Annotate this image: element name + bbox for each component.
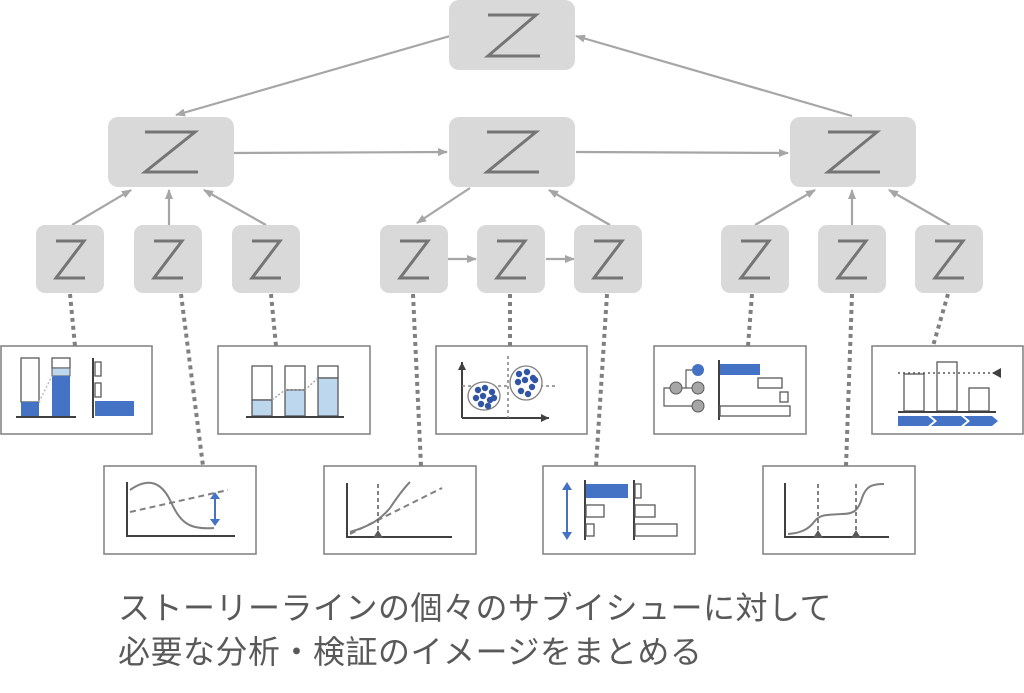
z-glyph [248, 239, 284, 280]
z-glyph [482, 130, 541, 174]
z-glyph [834, 239, 870, 280]
leader-9 [931, 293, 950, 347]
tree-nodes [36, 0, 983, 293]
leaf-issue-node-3[interactable] [232, 225, 300, 293]
z-glyph [737, 239, 773, 280]
z-glyph [150, 239, 186, 280]
tree-diagram-icon [653, 345, 807, 435]
z-glyph [483, 13, 541, 58]
line-chart-icon [762, 465, 916, 555]
edge-l2-1-up [71, 189, 132, 226]
caption: ストーリーラインの個々のサブイシューに対して 必要な分析・検証のイメージをまとめ… [118, 586, 998, 674]
leader-2 [179, 293, 205, 467]
z-glyph [590, 239, 626, 280]
leader-6 [594, 293, 609, 467]
line-chart-icon [323, 465, 477, 555]
sub-issue-node-left[interactable] [108, 117, 234, 187]
leaf-issue-node-7[interactable] [721, 225, 789, 293]
line-chart-icon [103, 465, 257, 555]
leaf-issue-node-8[interactable] [818, 225, 886, 293]
leader-8 [844, 293, 854, 467]
tree-edges [71, 34, 951, 263]
edge-root-to-left [175, 34, 451, 117]
edge-right-to-root [575, 34, 853, 118]
edge-l2-6-to-center [548, 189, 611, 226]
leader-3 [269, 293, 278, 347]
edge-center-to-l2-4 [416, 187, 471, 224]
sub-issue-node-center[interactable] [449, 117, 575, 187]
sub-issue-node-right[interactable] [790, 117, 916, 187]
leaf-issue-node-5[interactable] [477, 225, 545, 293]
process-arrows-icon [871, 345, 1024, 435]
stacked-bar-chart-icon [217, 345, 371, 435]
caption-line-2: 必要な分析・検証のイメージをまとめる [118, 633, 703, 671]
edge-l2-3-up [203, 189, 267, 226]
edge-l2-9-up [888, 189, 951, 226]
edge-left-to-center [233, 148, 448, 157]
leader-1 [68, 293, 77, 347]
leader-4 [411, 293, 423, 467]
z-glyph [140, 130, 200, 174]
edge-center-to-right [575, 148, 789, 157]
leaf-issue-node-1[interactable] [36, 225, 104, 293]
leaf-issue-node-6[interactable] [574, 225, 642, 293]
stacked-bar-chart-icon [0, 345, 153, 435]
z-glyph [931, 239, 967, 280]
edge-l2-7-up [754, 189, 816, 226]
z-glyph [493, 239, 529, 280]
leaf-issue-node-2[interactable] [134, 225, 202, 293]
scatter-plot-icon [435, 345, 588, 435]
leader-7 [746, 293, 754, 347]
leaf-issue-node-4[interactable] [380, 225, 448, 293]
z-glyph [52, 239, 88, 280]
root-issue-node[interactable] [449, 0, 575, 70]
leaf-issue-node-9[interactable] [915, 225, 983, 293]
caption-line-1: ストーリーラインの個々のサブイシューに対して [118, 589, 833, 627]
leader-lines [68, 293, 950, 467]
z-glyph [823, 130, 882, 174]
z-glyph [396, 239, 432, 280]
gantt-chart-icon [542, 465, 696, 555]
